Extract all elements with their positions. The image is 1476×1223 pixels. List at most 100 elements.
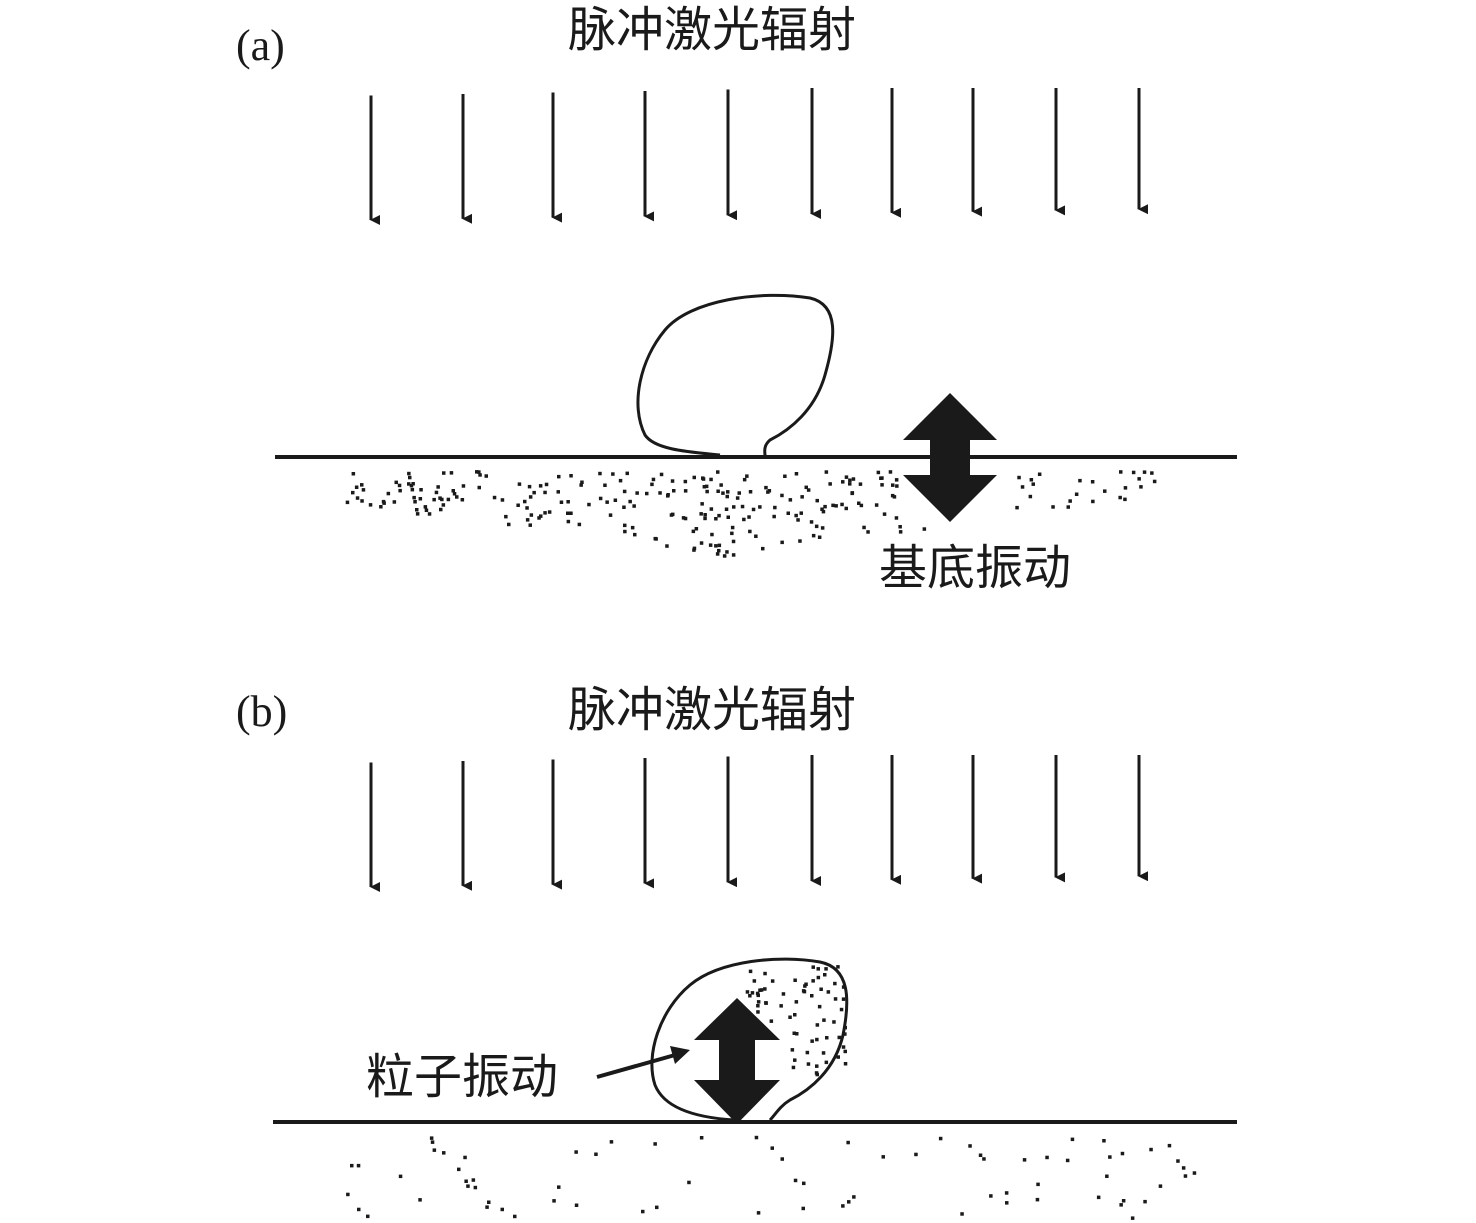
dot <box>892 495 897 499</box>
dot <box>824 967 828 971</box>
dot <box>692 475 696 480</box>
dot <box>832 1020 836 1024</box>
dot <box>687 1180 691 1185</box>
dot <box>1051 505 1055 509</box>
dot <box>841 985 846 989</box>
dot <box>650 482 654 487</box>
dot <box>557 474 561 479</box>
dot <box>671 512 675 517</box>
dot <box>436 485 440 489</box>
dot <box>691 529 696 534</box>
dot <box>898 525 902 529</box>
panel-b-label: (b) <box>236 687 287 736</box>
dot <box>418 497 423 501</box>
dot <box>717 513 721 518</box>
dot <box>816 967 820 971</box>
dot <box>841 1045 846 1049</box>
panel-a-label: (a) <box>236 21 285 70</box>
dot <box>1192 1171 1197 1175</box>
dot <box>700 502 704 506</box>
dot <box>566 511 570 515</box>
dot <box>874 503 879 507</box>
dot <box>745 474 749 478</box>
dot <box>398 488 402 493</box>
dot <box>811 965 815 969</box>
dot <box>841 997 846 1001</box>
dot <box>719 483 723 487</box>
dot <box>658 491 662 495</box>
dot <box>355 496 360 500</box>
dot <box>843 1062 848 1066</box>
dot <box>804 982 808 986</box>
dot <box>834 504 838 508</box>
dot <box>598 496 603 501</box>
dot <box>814 1071 819 1075</box>
dot <box>1102 1139 1106 1143</box>
dot <box>710 532 714 537</box>
dot <box>516 503 520 507</box>
dot <box>449 471 454 475</box>
dot <box>683 489 688 493</box>
dot <box>504 514 508 519</box>
dot <box>978 1153 983 1157</box>
dot <box>802 1181 806 1186</box>
dot <box>848 482 852 486</box>
dot <box>618 478 623 483</box>
dot <box>810 1039 814 1043</box>
dot <box>823 504 827 509</box>
laser-arrows-a <box>369 88 1148 225</box>
dot <box>859 503 864 508</box>
dot <box>714 544 718 548</box>
dot <box>605 500 609 504</box>
dot <box>794 472 799 476</box>
dot <box>793 1178 798 1183</box>
dot <box>828 482 832 486</box>
dot <box>670 479 675 483</box>
dot <box>1131 470 1136 475</box>
dot <box>351 490 355 495</box>
dot <box>577 522 582 527</box>
dot <box>587 502 591 507</box>
dot <box>1176 1159 1180 1163</box>
dot <box>876 470 881 475</box>
dot <box>539 514 543 518</box>
dot <box>419 488 423 492</box>
dot <box>608 513 613 517</box>
dot <box>783 474 787 478</box>
dot <box>725 494 729 499</box>
dot <box>1167 1143 1172 1148</box>
dot <box>1004 1191 1009 1195</box>
dot <box>1119 470 1123 474</box>
dot <box>451 489 455 493</box>
dot <box>704 484 709 489</box>
dot <box>815 498 819 503</box>
dot <box>792 1031 796 1035</box>
dot <box>880 483 884 487</box>
dot <box>460 498 465 502</box>
dot <box>517 482 522 486</box>
dot <box>817 1004 822 1009</box>
dot <box>851 477 856 481</box>
dot <box>442 471 446 475</box>
dot <box>1105 1174 1109 1178</box>
dot <box>1150 471 1154 475</box>
panel-b-title: 脉冲激光辐射 <box>568 682 856 738</box>
dot <box>345 500 350 505</box>
dot <box>1070 1137 1075 1142</box>
pointer-arrowhead <box>670 1046 690 1064</box>
dot <box>407 482 411 486</box>
dot <box>432 1148 437 1152</box>
dot <box>702 485 707 489</box>
dot <box>412 495 416 500</box>
dot <box>666 493 670 497</box>
double-arrow-substrate-vibration <box>903 393 997 522</box>
dot <box>556 490 560 494</box>
dot <box>809 520 814 524</box>
dot <box>429 1136 434 1140</box>
dot <box>574 1150 578 1154</box>
dot <box>755 991 760 996</box>
dot <box>759 988 764 992</box>
dot <box>801 1206 805 1211</box>
dot <box>672 489 676 493</box>
dot <box>820 507 824 511</box>
